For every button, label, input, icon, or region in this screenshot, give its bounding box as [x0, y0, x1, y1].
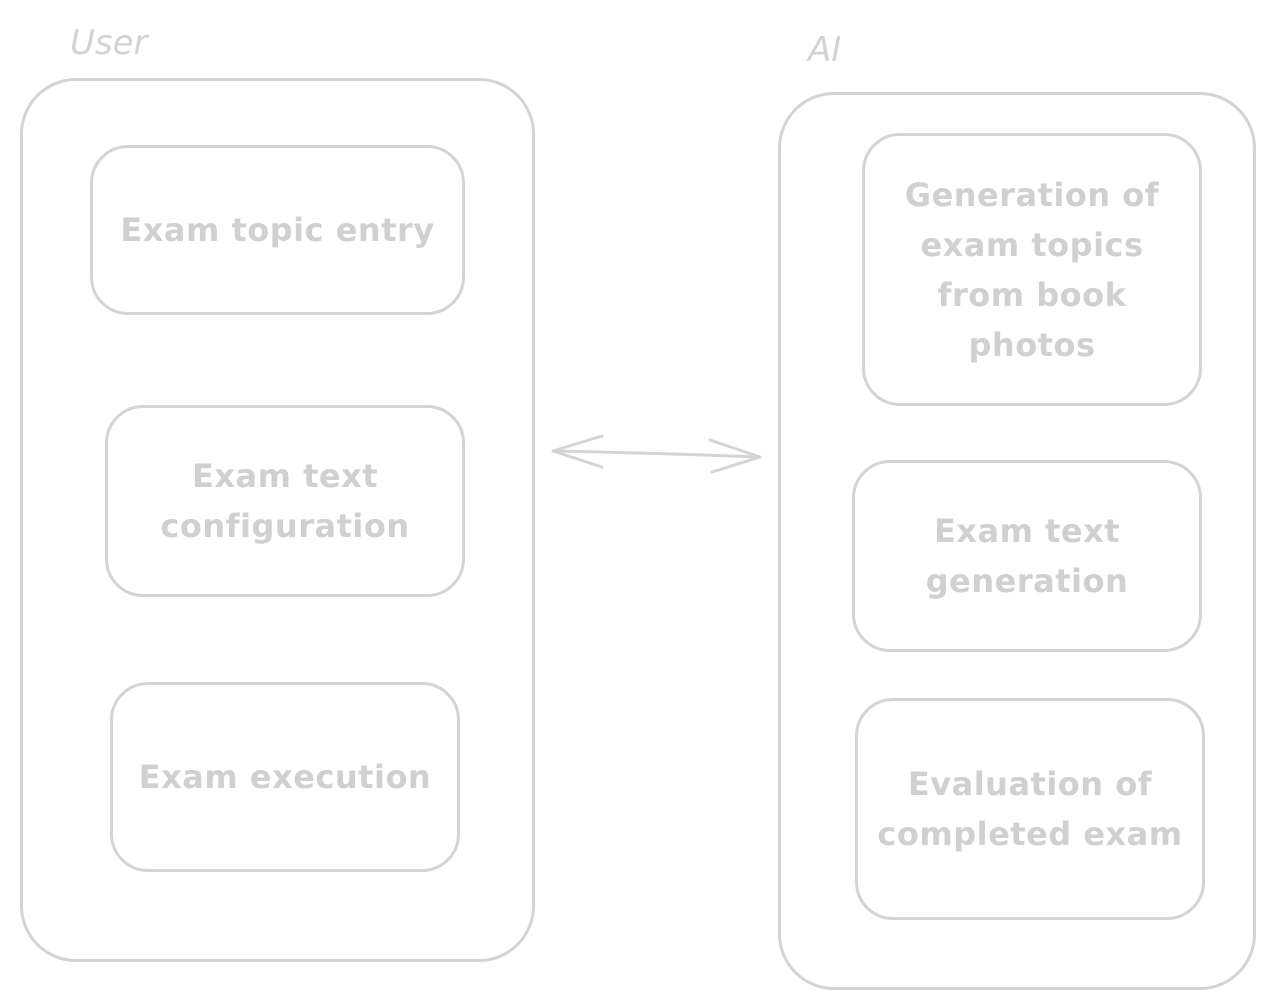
- exam-text-configuration-node: Exam text configuration: [105, 405, 465, 597]
- exam-evaluation-label: Evaluation of completed exam: [877, 765, 1183, 853]
- exam-text-generation-label: Exam text generation: [925, 512, 1129, 600]
- exam-text-configuration-label: Exam text configuration: [160, 457, 410, 545]
- exam-topic-entry-label: Exam topic entry: [120, 211, 435, 249]
- exam-text-generation-node: Exam text generation: [852, 460, 1202, 652]
- exam-execution-node: Exam execution: [110, 682, 460, 872]
- user-group-label: User: [70, 23, 148, 63]
- ai-group: [778, 92, 1256, 990]
- exam-topic-generation-label: Generation of exam topics from book phot…: [904, 175, 1160, 364]
- exam-topic-generation-node: Generation of exam topics from book phot…: [862, 133, 1202, 406]
- exam-execution-label: Exam execution: [138, 758, 432, 796]
- exam-topic-entry-node: Exam topic entry: [90, 145, 465, 315]
- arrow-shaft: [551, 449, 762, 459]
- exam-evaluation-node: Evaluation of completed exam: [855, 698, 1205, 920]
- arrow-head-right: [708, 438, 762, 474]
- ai-group-label: AI: [808, 30, 842, 70]
- user-group: [20, 78, 535, 962]
- arrow-head-left: [551, 434, 604, 469]
